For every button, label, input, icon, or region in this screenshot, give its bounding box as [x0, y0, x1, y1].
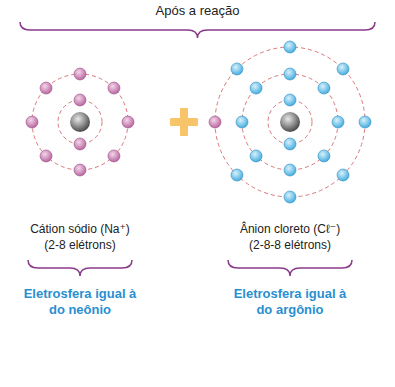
- ion-name: Ânion cloreto (Cℓ⁻): [240, 222, 340, 236]
- right-brace: [228, 260, 352, 276]
- electron: [318, 82, 330, 94]
- chlorine-nucleus: [280, 112, 300, 132]
- electron: [359, 116, 371, 128]
- electron: [332, 116, 344, 128]
- electron: [284, 68, 296, 80]
- electron: [284, 94, 296, 106]
- electron: [74, 138, 86, 150]
- electron: [108, 82, 120, 94]
- electron: [122, 116, 134, 128]
- sodium-nucleus: [70, 112, 90, 132]
- electron: [231, 169, 243, 181]
- electron: [337, 63, 349, 75]
- electron: [231, 63, 243, 75]
- plus-sign: [170, 108, 198, 136]
- chlorine-shells: [215, 47, 365, 197]
- note: Eletrosfera igual à do neônio: [21, 286, 139, 318]
- electron: [108, 150, 120, 162]
- electron: [74, 94, 86, 106]
- electron: [284, 191, 296, 203]
- electron: [337, 169, 349, 181]
- electron: [40, 150, 52, 162]
- electron-count: (2-8 elétrons): [44, 238, 115, 252]
- electron: [209, 116, 221, 128]
- top-brace: [20, 22, 375, 38]
- electron: [250, 150, 262, 162]
- electron: [236, 116, 248, 128]
- electron: [26, 116, 38, 128]
- electron: [74, 68, 86, 80]
- ion-name: Cátion sódio (Na⁺): [30, 222, 130, 236]
- left-brace: [28, 260, 132, 276]
- sodium-shells: [32, 74, 128, 170]
- electron: [284, 41, 296, 53]
- heading: Após a reação: [156, 3, 240, 18]
- note: Eletrosfera igual à do argônio: [231, 286, 349, 318]
- electron-count: (2-8-8 elétrons): [249, 238, 331, 252]
- electrons: [26, 41, 371, 203]
- electron: [250, 82, 262, 94]
- electron: [40, 82, 52, 94]
- electron: [74, 164, 86, 176]
- electron: [284, 138, 296, 150]
- electron: [318, 150, 330, 162]
- electron: [284, 164, 296, 176]
